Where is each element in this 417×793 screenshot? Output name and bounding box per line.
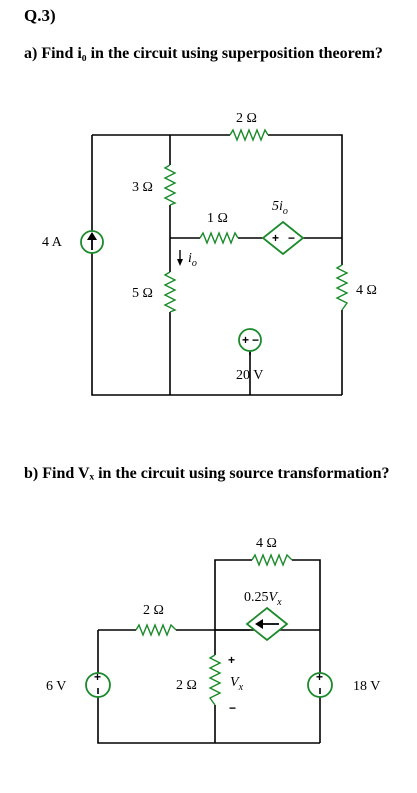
resistor-2ohm-b-mid	[208, 654, 222, 706]
circuit-b: + + 4 Ω 2 Ω 2 Ω 6 V 18 V 0.25Vx + Vx −	[46, 536, 380, 744]
voltage-source-18v	[307, 672, 333, 698]
vx-minus: −	[229, 701, 236, 715]
arrow-left-icon	[255, 619, 263, 629]
resistor-3ohm	[163, 164, 177, 206]
voltage-source-20v	[238, 328, 262, 352]
label-4ohm-right: 4 Ω	[356, 283, 377, 298]
resistor-4ohm-b	[251, 553, 293, 567]
part-b-prompt: b) Find Vₓ in the circuit using source t…	[24, 465, 390, 482]
vx-plus: +	[228, 653, 235, 667]
svg-text:+: +	[94, 670, 101, 684]
label-2ohm-b-mid: 2 Ω	[176, 678, 197, 693]
label-5ohm: 5 Ω	[132, 286, 153, 301]
label-dependent-current: 0.25Vx	[244, 590, 282, 608]
label-2ohm-b-top: 2 Ω	[143, 603, 164, 618]
label-20v: 20 V	[236, 368, 263, 383]
voltage-source-6v	[85, 672, 111, 698]
dependent-voltage-source-diamond	[261, 220, 305, 256]
svg-text:+: +	[272, 231, 279, 245]
svg-text:+: +	[316, 670, 323, 684]
question-number: Q.3)	[24, 6, 56, 25]
label-io: io	[188, 251, 197, 269]
svg-text:−: −	[252, 333, 259, 347]
resistor-2ohm-top	[229, 128, 269, 142]
label-18v: 18 V	[353, 679, 380, 694]
label-dependent-source: 5io	[272, 199, 288, 217]
label-2ohm-top: 2 Ω	[236, 111, 257, 126]
resistor-4ohm-right	[335, 264, 349, 311]
label-vx: Vx	[230, 675, 244, 693]
label-6v: 6 V	[46, 679, 66, 694]
part-a-prompt: a) Find i₀ in the circuit using superpos…	[24, 45, 383, 62]
label-4ohm-b: 4 Ω	[256, 536, 277, 551]
svg-text:+: +	[242, 333, 249, 347]
label-1ohm: 1 Ω	[207, 211, 228, 226]
resistor-2ohm-b-top	[135, 623, 177, 637]
resistor-5ohm	[163, 271, 177, 313]
svg-text:−: −	[288, 231, 295, 245]
label-3ohm: 3 Ω	[132, 180, 153, 195]
label-4a: 4 A	[42, 235, 63, 250]
circuit-a: + − + − 2 Ω 3 Ω 1 Ω 5 Ω 4 Ω 4 A 20 V 5io…	[42, 111, 377, 396]
resistor-1ohm	[199, 231, 239, 245]
